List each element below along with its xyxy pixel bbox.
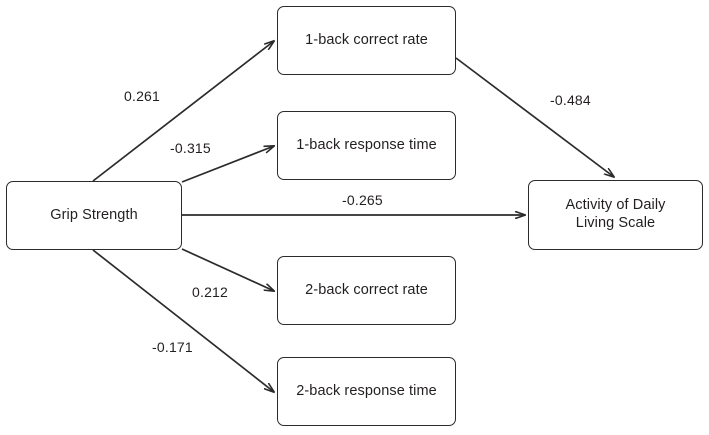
node-1back-response-time-label: 1-back response time (296, 136, 437, 153)
node-2back-correct-rate[interactable]: 2-back correct rate (277, 256, 456, 325)
node-2back-response-time[interactable]: 2-back response time (277, 357, 456, 426)
edge-grip-to-2back-correct (181, 248, 274, 291)
edge-label-1back-correct-to-adl: -0.484 (550, 92, 591, 108)
node-1back-correct-rate[interactable]: 1-back correct rate (277, 6, 456, 75)
edge-label-grip-to-2back-correct: 0.212 (192, 284, 229, 300)
edge-1back-correct-to-adl (455, 57, 614, 177)
node-grip-strength-label: Grip Strength (50, 206, 138, 223)
node-activity-daily-living-scale[interactable]: Activity of Daily Living Scale (528, 180, 703, 250)
edge-grip-to-1back-correct (92, 41, 274, 182)
edge-grip-to-2back-rt (92, 249, 274, 392)
node-activity-daily-living-scale-label: Activity of Daily Living Scale (565, 197, 666, 231)
node-2back-response-time-label: 2-back response time (296, 382, 437, 399)
node-grip-strength[interactable]: Grip Strength (6, 181, 182, 250)
node-1back-correct-rate-label: 1-back correct rate (305, 31, 428, 48)
edge-label-grip-to-2back-rt: -0.171 (152, 339, 193, 355)
edge-label-grip-to-1back-rt: -0.315 (170, 140, 211, 156)
edge-label-grip-to-adl-direct: -0.265 (342, 192, 383, 208)
node-1back-response-time[interactable]: 1-back response time (277, 111, 456, 180)
edge-label-grip-to-1back-correct: 0.261 (124, 88, 161, 104)
node-2back-correct-rate-label: 2-back correct rate (305, 281, 428, 298)
edge-grip-to-1back-rt (181, 146, 274, 183)
